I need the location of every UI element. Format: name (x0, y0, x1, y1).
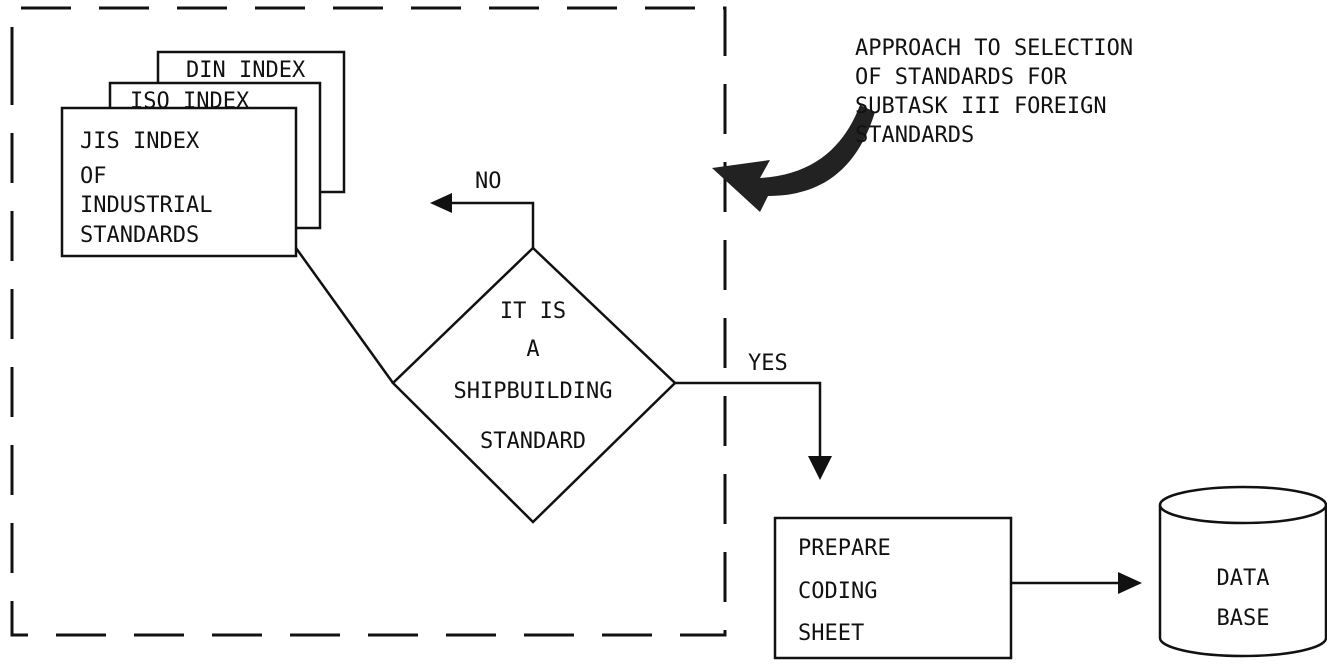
jis-index-line-2: OF (80, 164, 107, 189)
jis-index-line-1: JIS INDEX (80, 129, 200, 154)
database-line-1: DATA (1217, 566, 1270, 591)
title-note-line-2: OF STANDARDS FOR (855, 65, 1068, 90)
title-note: APPROACH TO SELECTION OF STANDARDS FOR S… (855, 36, 1133, 148)
dashed-boundary (10, 6, 727, 637)
no-branch: NO (430, 169, 535, 248)
prepare-coding-sheet-box: PREPARE CODING SHEET (773, 516, 1013, 660)
yes-label: YES (748, 351, 788, 376)
curved-pointer-arrow (712, 105, 875, 212)
yes-branch: YES (675, 351, 832, 480)
index-card-jis: JIS INDEX OF INDUSTRIAL STANDARDS (60, 106, 298, 258)
decision-line-4: STANDARD (480, 429, 586, 454)
title-note-line-3: SUBTASK III FOREIGN (855, 94, 1107, 119)
jis-index-line-3: INDUSTRIAL (80, 193, 212, 218)
process-line-1: PREPARE (798, 536, 891, 561)
jis-index-line-4: STANDARDS (80, 223, 199, 248)
process-line-2: CODING (798, 579, 877, 604)
process-line-3: SHEET (798, 621, 864, 646)
connector-index-to-decision (294, 247, 395, 384)
decision-line-2: A (526, 337, 539, 362)
no-label: NO (475, 169, 502, 194)
decision-line-1: IT IS (500, 299, 566, 324)
database-cylinder: DATA BASE (1158, 485, 1327, 658)
database-line-2: BASE (1217, 606, 1270, 631)
decision-line-3: SHIPBUILDING (454, 379, 613, 404)
din-index-label: DIN INDEX (186, 58, 306, 83)
title-note-line-1: APPROACH TO SELECTION (855, 36, 1133, 61)
decision-diamond: IT IS A SHIPBUILDING STANDARD (391, 246, 677, 524)
title-note-line-4: STANDARDS (855, 123, 974, 148)
arrow-to-database (1011, 572, 1142, 594)
